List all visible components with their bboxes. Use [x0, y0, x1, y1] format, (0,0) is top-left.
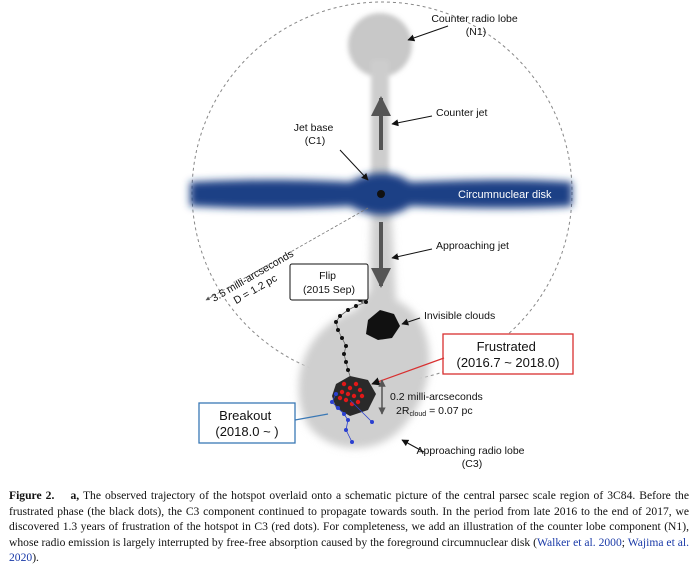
- label-scale-small: 0.2 milli-arcseconds 2Rcloud = 0.07 pc: [390, 391, 486, 418]
- breakout-box: Breakout (2018.0 ~ ): [198, 402, 296, 444]
- scale-line-big: [205, 207, 369, 301]
- citation-walker[interactable]: Walker et al. 2000: [536, 535, 622, 549]
- caption-sep: ;: [621, 535, 628, 549]
- caption-label: Figure 2.: [9, 489, 55, 502]
- label-disk: Circumnuclear disk: [458, 189, 552, 201]
- label-counter-jet: Counter jet: [436, 107, 487, 119]
- frustrated-box: Frustrated (2016.7 ~ 2018.0): [442, 333, 574, 375]
- svg-text:Frustrated (2016.7 ~ 201: Frustrated (2016.7 ~ 2018.0): [457, 339, 560, 370]
- caption-panel: a,: [70, 489, 80, 502]
- citation-wajima[interactable]: Wajima et al. 2020: [9, 535, 689, 565]
- jet-base-dot: [377, 190, 385, 198]
- svg-text:Flip (2015 Sep): Flip (2015 Sep): [303, 270, 355, 296]
- trajectory-red: [337, 381, 365, 407]
- svg-text:Breakout (2018.0 ~ ): Breakout (2018.0 ~ ): [215, 408, 278, 439]
- invisible-cloud-1: [366, 310, 400, 340]
- caption-text-1: The observed trajectory of the hotspot o…: [9, 489, 690, 549]
- flip-box: Flip (2015 Sep): [289, 263, 369, 301]
- counter-lobe: [348, 13, 412, 200]
- figure-caption: Figure 2. a, The observed trajectory of …: [9, 488, 689, 566]
- approaching-lobe: [298, 190, 430, 449]
- label-clouds: Invisible clouds: [424, 310, 495, 322]
- schematic-figure: Counter radio lobe (N1) Counter jet Jet …: [190, 1, 574, 470]
- label-approaching-lobe: Approaching radio lobe (C3): [417, 445, 528, 470]
- label-approaching-jet: Approaching jet: [436, 240, 509, 252]
- label-jet-base: Jet base (C1): [294, 122, 337, 147]
- label-counter-lobe: Counter radio lobe (N1): [431, 13, 520, 38]
- caption-text-2: ).: [32, 551, 39, 565]
- trajectory-blue: [330, 392, 374, 444]
